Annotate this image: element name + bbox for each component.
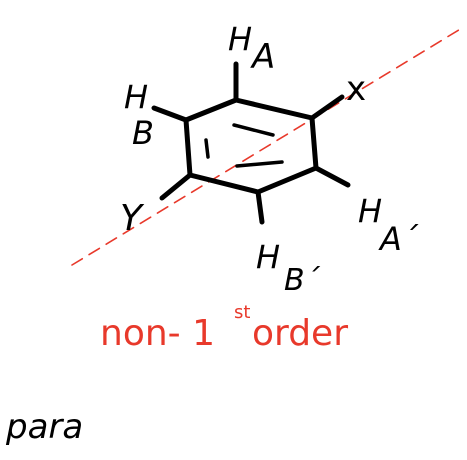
- label-ha-prime: H A´: [358, 192, 419, 258]
- label-hb-prime-main: H: [256, 238, 280, 276]
- bond-x: [309, 94, 345, 121]
- label-ha-sub: A: [250, 37, 275, 77]
- substituent-bonds: [151, 61, 351, 225]
- inner-bond-top: [232, 123, 275, 137]
- bond-y: [159, 172, 193, 201]
- label-hb-main: H: [124, 78, 148, 116]
- label-hb-prime-sub: B´: [284, 263, 321, 298]
- annotation-superscript: st: [234, 302, 250, 323]
- label-ha-prime-main: H: [358, 192, 382, 230]
- inner-bond-left: [204, 138, 210, 159]
- label-ha: H A: [228, 20, 275, 77]
- label-hb-prime: H B´: [256, 238, 321, 298]
- benzene-ring: [183, 97, 319, 195]
- inner-bond-bottom: [235, 160, 284, 168]
- label-hb: H B: [124, 78, 154, 152]
- order-annotation: non- 1 st order: [100, 302, 348, 354]
- label-ha-main: H: [228, 20, 252, 58]
- label-x: x: [346, 69, 366, 109]
- label-hb-sub: B: [132, 114, 154, 152]
- symmetry-axis-dashed-line: [71, 27, 463, 266]
- bond-ha-prime: [313, 165, 351, 188]
- annotation-suffix: order: [252, 313, 348, 354]
- annotation-prefix: non- 1: [100, 313, 215, 354]
- bond-hb: [151, 105, 189, 123]
- bond-hb-prime: [255, 189, 265, 225]
- label-ha-prime-sub: A´: [378, 220, 419, 258]
- para-label: para: [5, 407, 83, 447]
- label-y: Y: [120, 198, 145, 239]
